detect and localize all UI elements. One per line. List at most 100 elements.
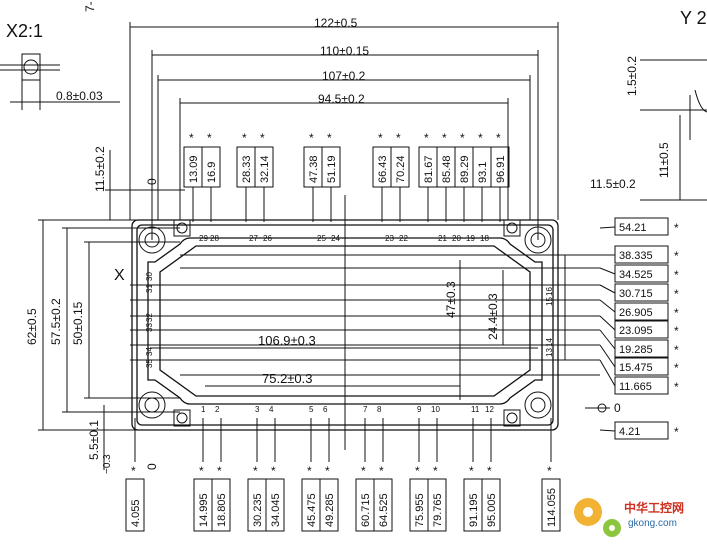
star-mark: * [674,249,679,263]
bottom-pin-number: 11 [471,405,480,414]
top-pin-value-text: 13.09 [188,155,200,183]
view-label-x: X2:1 [6,21,43,41]
height-57: 57.5±0.2 [49,298,63,345]
right-pin-number: 14 [545,338,554,347]
bottom-pin-value-text: 95.005 [486,493,498,527]
right-value-text: 26.905 [619,307,653,319]
top-pin-number: 26 [263,234,272,243]
top-pin-value-text: 81.67 [423,155,435,183]
star-mark: * [378,131,383,145]
bottom-pin-value: *64.525 [373,418,393,532]
top-pin-value: *81.67 [418,131,438,222]
top-pin-value: *70.24 [390,131,410,222]
watermark-url: gkong.com [628,518,677,529]
left-pin-number: 30 [145,272,154,281]
bottom-pin-value: *75.955 [409,418,429,532]
left-pin-number: 34 [145,347,154,356]
bottom-pin-value: *60.715 [355,418,375,532]
right-value-text: 15.475 [619,362,653,374]
star-mark: * [307,464,312,478]
right-value-text: 11.665 [619,381,652,393]
top-pins: *13.09*16.9*28.33*32.14*47.38*51.19*66.4… [183,131,510,243]
bottom-pin-value-text: 91.195 [468,493,480,527]
right-value-box: 30.715* [599,283,679,302]
inner-dim-lines [150,347,538,387]
right-value-box: 11.665 * [599,359,679,395]
top-pin-value: *28.33 [236,131,256,222]
bottom-pin-number: 1 [201,405,206,414]
top-pin-value: *47.38 [303,131,323,222]
star-mark: * [674,324,679,338]
view-label-y: Y 2 [680,8,707,28]
top-pin-value: *32.14 [254,131,274,222]
bottom-pin-number: 12 [485,405,494,414]
star-mark: * [487,464,492,478]
top-pin-value-text: 28.33 [241,155,253,183]
star-mark: * [415,464,420,478]
bottom-pin-value: *49.285 [319,418,339,532]
left-pin-number: 32 [145,313,154,322]
bottom-dim-1: 5.5±0.1 [87,420,101,460]
watermark: 中华工控网 gkong.com [574,498,684,537]
star-mark: * [433,464,438,478]
right-margin-dim: 11.5±0.2 [590,177,636,191]
star-mark: * [131,464,136,478]
top-pin-value-text: 96.91 [495,155,507,183]
right-value-box: 15.475* [599,344,679,376]
top-pin-number: 19 [466,234,475,243]
top-pin-value-text: 32.14 [259,155,271,183]
top-pin-value: *13.09 [183,131,203,222]
watermark-cn: 中华工控网 [624,500,684,515]
bottom-pin-value-text: 30.235 [252,493,264,527]
height-50: 50±0.15 [71,301,85,345]
top-pin-value-text: 47.38 [308,155,320,183]
right-value-text: 34.525 [619,269,653,281]
right-value-text: 54.21 [619,222,647,234]
bottom-pin-number: 5 [309,405,314,414]
right-value-box: 23.095 * [599,315,679,339]
top-pin-value-text: 70.24 [395,155,407,183]
top-pin-number: 20 [452,234,461,243]
right-value-box: 19.285* [599,329,679,358]
top-pin-value: *89.29 [454,131,474,222]
right-value-box: 4.21* [599,421,679,440]
top-pin-value: *85.48 [436,131,456,222]
right-value-text: 23.095 [619,325,653,337]
top-pin-number: 27 [249,234,258,243]
top-dimension-lines [129,22,559,240]
top-pin-value-text: 16.9 [206,162,218,183]
top-pin-number: 24 [331,234,340,243]
right-value-text: 19.285 [619,344,653,356]
bottom-dim-2: −0.3 [102,454,113,474]
top-pin-number: 22 [399,234,408,243]
top-pin-value: *66.43 [372,131,392,222]
bottom-pin-value: *18.805 [211,418,231,532]
bottom-pin-value-text: 64.525 [378,493,390,527]
star-mark: * [496,131,501,145]
star-mark: * [674,425,679,439]
view-mark-x: X [114,267,125,284]
top-pin-value: * 96.91 [490,131,510,222]
top-pin-value-text: 51.19 [326,155,338,183]
bottom-pin-value-text: 18.805 [216,493,228,527]
bottom-zero: 0 [145,463,159,470]
mounting-holes [138,219,552,427]
right-pin-number: 13 [545,348,554,357]
right-pin-number: 16 [545,287,554,296]
right-zero: 0 [614,401,621,415]
inner-width-1: 106.9±0.3 [258,333,316,348]
reference-lines [130,195,610,450]
bottom-pin-value: *30.235 [247,418,267,532]
top-dim-0: 122±0.5 [314,16,358,30]
pin-detail [0,53,120,110]
top-pin-number: 21 [438,234,447,243]
bottom-pin-number: 6 [323,405,328,414]
star-mark: * [674,380,679,394]
star-mark: * [327,131,332,145]
top-pin-number: 18 [480,234,489,243]
left-pin-number: 33 [145,323,154,332]
top-dim-2: 107±0.2 [322,69,366,83]
bottom-pin-value-text: 114.055 [546,488,558,527]
bottom-pin-value: *14.995 [193,418,213,532]
bottom-pins: *4.055*14.995*18.805*30.235*34.045*45.47… [125,405,561,532]
